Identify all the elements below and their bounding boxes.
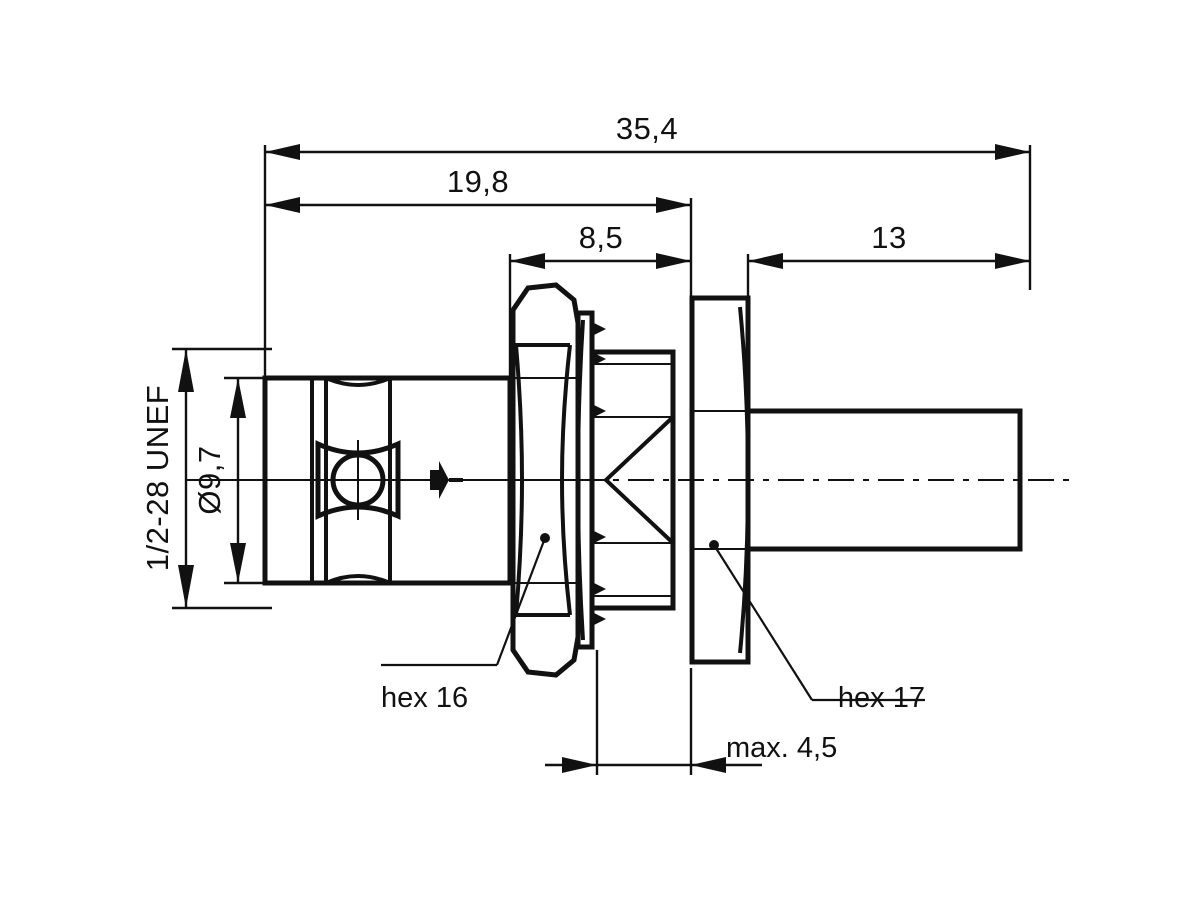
dimension-thread-unef: 1/2-28 UNEF [140,347,272,610]
crimp-body-group [262,375,513,586]
callout-hex16-leader [495,537,547,666]
callout-hex16-label: hex 16 [381,682,468,714]
threaded-shaft-group [589,322,676,626]
dim-label-unef: 1/2-28 UNEF [140,385,175,571]
callout-hex17-label: hex 17 [838,682,925,714]
dimension-diameter: Ø9,7 [192,376,276,585]
dimension-35-4: 35,4 [263,111,1032,380]
arrowhead-left-8-5 [510,253,545,269]
hex16-flat-right [559,344,572,616]
arrowhead-left-13 [748,253,783,269]
contact-front-view [315,440,401,520]
crimp-scallop-top [325,376,391,387]
dim-label-19-8: 19,8 [447,164,509,199]
lock-washer-group [575,310,595,650]
dim-label-max-4-5: max. 4,5 [726,732,837,764]
thread-tooth-5 [592,582,606,596]
dim-label-35-4: 35,4 [616,111,678,146]
thread-tooth-2 [592,352,606,366]
arrowhead-right-35-4 [995,144,1030,160]
arrowhead-bottom-unef [178,565,194,608]
thread-tooth-1 [592,322,606,336]
hex16-flat-left [514,344,525,616]
arrowhead-bottom-dia [230,543,246,583]
arrowhead-left-19-8 [265,197,300,213]
hex17-outline [689,295,751,665]
rear-shank-group [745,408,1023,552]
thread-teeth-group [592,322,606,626]
callout-hex-17-group: hex 17 [709,540,925,714]
callout-hex17-leader [713,544,813,701]
pin-marker-glyph [430,461,449,499]
dimension-19-8: 19,8 [265,164,693,300]
thread-tooth-3 [592,404,606,418]
arrowhead-left-max45 [562,757,597,773]
dimension-13: 13 [746,220,1030,300]
arrowhead-left-35-4 [265,144,300,160]
rear-shank-outline [745,408,1023,552]
arrowhead-right-8-5 [656,253,691,269]
thread-tooth-6 [592,612,606,626]
arrowhead-top-unef [178,349,194,392]
arrowhead-right-max45 [691,757,726,773]
crimp-scallop-bottom [325,574,391,585]
arrowhead-top-dia [230,378,246,418]
dim-label-diameter: Ø9,7 [192,445,227,514]
arrowhead-right-13 [995,253,1030,269]
dim-label-8-5: 8,5 [579,220,624,255]
crimp-body-outline [262,375,513,586]
pin-marker-group [430,461,463,499]
dim-label-13: 13 [871,220,906,255]
callout-hex-16-group: hex 16 [381,533,550,714]
contact-lobe-shape [315,440,401,520]
thread-tooth-4 [592,530,606,544]
dimension-max-4-5: max. 4,5 [545,650,837,775]
threaded-shaft-outline [589,349,676,611]
shaft-cone-lines [603,415,675,545]
dimension-8-5: 8,5 [508,220,691,380]
arrowhead-right-19-8 [656,197,691,213]
lock-washer-tooth-left [575,319,585,641]
